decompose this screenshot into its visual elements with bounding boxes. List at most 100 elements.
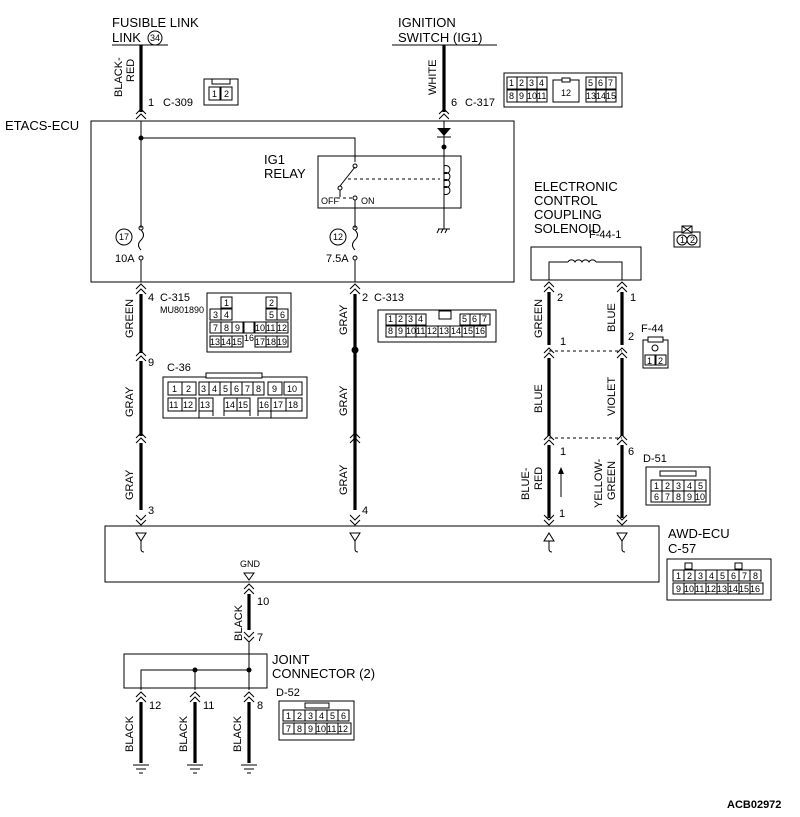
wire-label-blue-red: BLUE- — [520, 467, 532, 500]
connector-mark — [135, 514, 147, 526]
pin-d51-1: 1 — [560, 446, 566, 458]
pin-c317: 6 — [451, 97, 457, 109]
pin-f441-1: 1 — [630, 292, 636, 304]
wire-label-blue: BLUE — [533, 384, 545, 413]
fuse-12-rating: 7.5A — [326, 253, 349, 265]
connector-mark — [543, 514, 555, 526]
fuse-terminal — [352, 255, 358, 261]
pin-joint-8: 8 — [257, 700, 263, 712]
svg-text:5: 5 — [269, 310, 274, 320]
svg-text:5: 5 — [588, 78, 593, 88]
svg-text:11: 11 — [537, 91, 546, 101]
svg-text:LINK: LINK — [112, 30, 141, 45]
svg-text:11: 11 — [416, 326, 425, 336]
connector-mark — [349, 283, 361, 295]
svg-text:1: 1 — [676, 571, 681, 581]
svg-text:1: 1 — [212, 89, 217, 99]
svg-text:2: 2 — [665, 481, 670, 491]
svg-text:9: 9 — [398, 326, 403, 336]
svg-text:COUPLING: COUPLING — [534, 207, 602, 222]
svg-text:17: 17 — [255, 337, 265, 347]
solenoid-box — [530, 246, 642, 281]
svg-text:1: 1 — [509, 78, 514, 88]
svg-text:4: 4 — [709, 571, 714, 581]
svg-text:8: 8 — [676, 492, 681, 502]
connector-mark — [616, 281, 628, 293]
svg-text:19: 19 — [277, 337, 287, 347]
svg-text:5: 5 — [698, 481, 703, 491]
svg-text:8: 8 — [753, 571, 758, 581]
svg-text:10: 10 — [255, 323, 265, 333]
connector-mark — [543, 347, 555, 359]
connector-f44-label: F-44 — [641, 323, 664, 335]
svg-text:1: 1 — [388, 314, 393, 324]
pin-awd-1: 1 — [559, 508, 565, 520]
connector-face-c36: 1 2 3 4 5 6 7 8 9 10 11 12 13 14 15 16 1… — [162, 372, 308, 419]
svg-text:SWITCH (IG1): SWITCH (IG1) — [398, 30, 483, 45]
svg-text:3: 3 — [201, 384, 206, 394]
svg-text:4: 4 — [539, 78, 544, 88]
gnd-label: GND — [240, 559, 261, 569]
fuse-17-rating: 10A — [115, 253, 135, 265]
svg-text:5: 5 — [330, 711, 335, 721]
connector-mark — [243, 691, 255, 703]
svg-text:4: 4 — [224, 310, 229, 320]
pin-awd-10: 10 — [257, 596, 269, 608]
fuse-12-label: 12 — [333, 232, 343, 242]
wire-label-green: GREEN — [124, 299, 136, 338]
svg-text:2: 2 — [658, 356, 663, 366]
svg-text:15: 15 — [238, 400, 248, 410]
joint-connector-label-2: CONNECTOR (2) — [272, 666, 375, 681]
pin-c313: 2 — [362, 292, 368, 304]
svg-text:2: 2 — [519, 78, 524, 88]
svg-text:6: 6 — [280, 310, 285, 320]
wire-label-gray: GRAY — [338, 304, 350, 335]
svg-text:7: 7 — [665, 492, 670, 502]
svg-text:7: 7 — [482, 314, 487, 324]
connector-d51-label: D-51 — [643, 453, 667, 465]
connector-face-c317: 1 2 3 4 5 6 7 8 9 10 11 12 13 14 15 — [503, 72, 623, 108]
pin-joint-7: 7 — [257, 632, 263, 644]
relay-switch — [339, 166, 356, 187]
fuse-number-circle — [115, 228, 133, 246]
connector-face-c309: 1 2 — [203, 78, 239, 106]
awd-ecu-box — [104, 525, 660, 583]
svg-text:3: 3 — [529, 78, 534, 88]
connector-face-f441: 1 2 — [673, 225, 701, 248]
svg-text:3: 3 — [213, 310, 218, 320]
connector-mark — [135, 691, 147, 703]
junction — [138, 135, 144, 141]
svg-text:14: 14 — [596, 91, 606, 101]
ignition-switch-label: IGNITION SWITCH (IG1) — [392, 15, 497, 46]
relay-label-2: RELAY — [264, 166, 306, 181]
svg-text:14: 14 — [221, 337, 231, 347]
svg-text:7: 7 — [213, 323, 218, 333]
pin-c36: 9 — [148, 357, 154, 369]
connector-c309-label: C-309 — [163, 97, 193, 109]
wire-label-black-red-2: RED — [125, 59, 137, 82]
svg-text:6: 6 — [472, 314, 477, 324]
ground-icon — [241, 764, 257, 774]
wire-label-blue-red-2: RED — [533, 467, 545, 490]
relay-label: IG1 — [264, 152, 285, 167]
wire-label-gray: GRAY — [338, 385, 350, 416]
svg-text:CONTROL: CONTROL — [534, 193, 598, 208]
connector-face-c315: 1 2 3 4 5 6 7 8 9 10 11 12 13 14 15 16 1… — [206, 292, 292, 353]
connector-face-d52: 1 2 3 4 5 6 7 8 9 10 11 12 — [278, 700, 355, 741]
connector-mark — [135, 108, 147, 120]
relay-off-label: OFF — [321, 196, 339, 206]
svg-text:7: 7 — [608, 78, 613, 88]
wire-label-black: BLACK — [233, 604, 245, 641]
wire-label-gray: GRAY — [124, 386, 136, 417]
svg-text:1: 1 — [654, 481, 659, 491]
svg-text:2: 2 — [297, 711, 302, 721]
junction — [246, 667, 252, 673]
fuse-number-circle — [329, 228, 347, 246]
svg-text:6: 6 — [731, 571, 736, 581]
pin-awd-4: 4 — [362, 505, 368, 517]
connector-c317-label: C-317 — [465, 97, 495, 109]
svg-text:12: 12 — [183, 400, 193, 410]
connector-c315-part: MU801890 — [160, 305, 204, 315]
internal-line — [596, 261, 623, 280]
